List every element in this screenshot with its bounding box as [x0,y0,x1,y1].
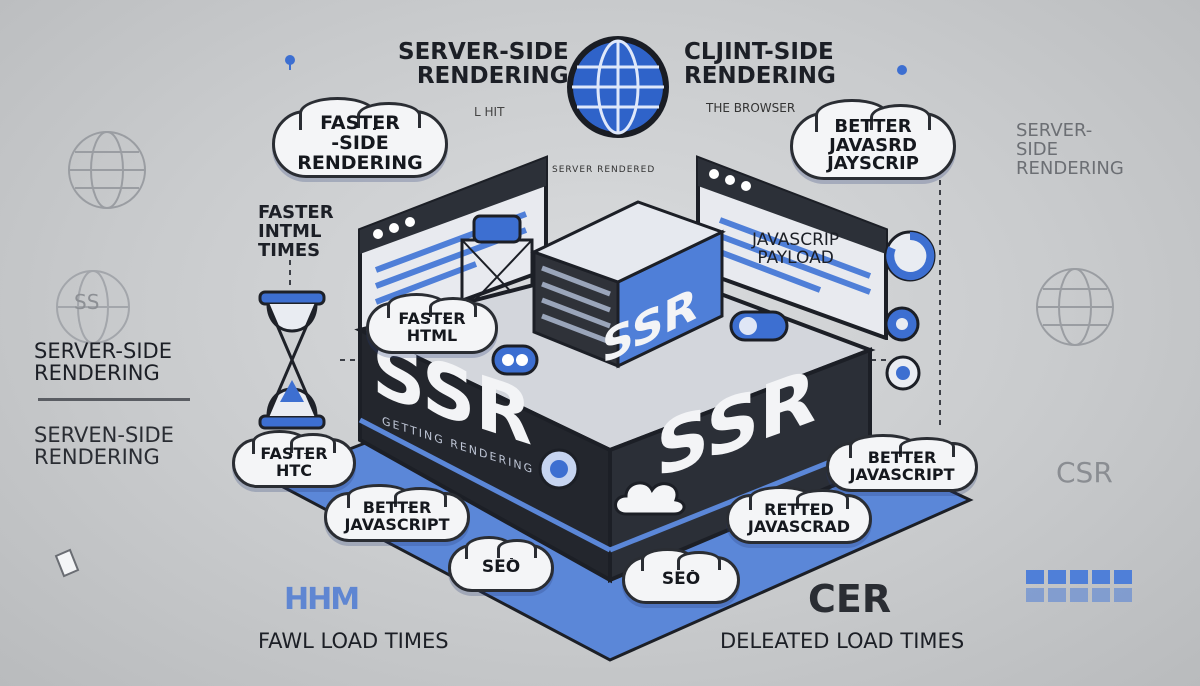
small-lhit: L HIT [474,105,505,119]
hourglass-icon [258,290,326,430]
paper-icon [54,548,80,578]
bottom-cer: CER [808,577,892,621]
ss-badge: SS [74,290,100,314]
small-browser: THE BROWSER [706,101,796,115]
toggle-icon [729,310,789,342]
progress-blocks [1026,570,1132,584]
bottom-hhm: HHM [284,582,360,617]
lens-icon [538,448,580,490]
power-ring-icon [884,230,936,282]
cloud-seo-right: SEO [622,548,740,604]
label-server-side-rendering-right: SERVER- SIDE RENDERING [1016,120,1124,179]
gear-icon [884,306,920,342]
progress-blocks-2 [1026,588,1132,602]
bottom-deleated-load-times: DELEATED LOAD TIMES [720,629,965,653]
pin-icon [285,55,295,70]
label-javascrip-payload: JAVASCRIP PAYLOAD [752,230,840,268]
label-server-side-rendering-left: SERVER-SIDE RENDERING [34,339,172,386]
pin-icon-right [897,65,907,75]
status-strip: SERVER RENDERED [552,165,656,175]
globe-icon-faded-left-2 [56,270,130,344]
cloud-seo-left: SEO [448,536,554,592]
globe-icon-faded-right [1036,268,1114,346]
globe-icon [567,36,669,138]
cloud-icon [614,481,686,516]
label-serven-side-rendering: SERVEN-SIDE RENDERING [34,423,174,470]
gear-icon-2 [885,355,921,391]
server-icon [530,200,726,369]
divider-left [38,398,190,401]
label-csr-right: CSR [1056,456,1113,489]
globe-icon-faded-left [68,131,146,209]
label-faster-intml-times: FASTER INTML TIMES [258,202,334,261]
power-icon [491,344,539,376]
bottom-fawl-load-times: FAWL LOAD TIMES [258,629,449,653]
